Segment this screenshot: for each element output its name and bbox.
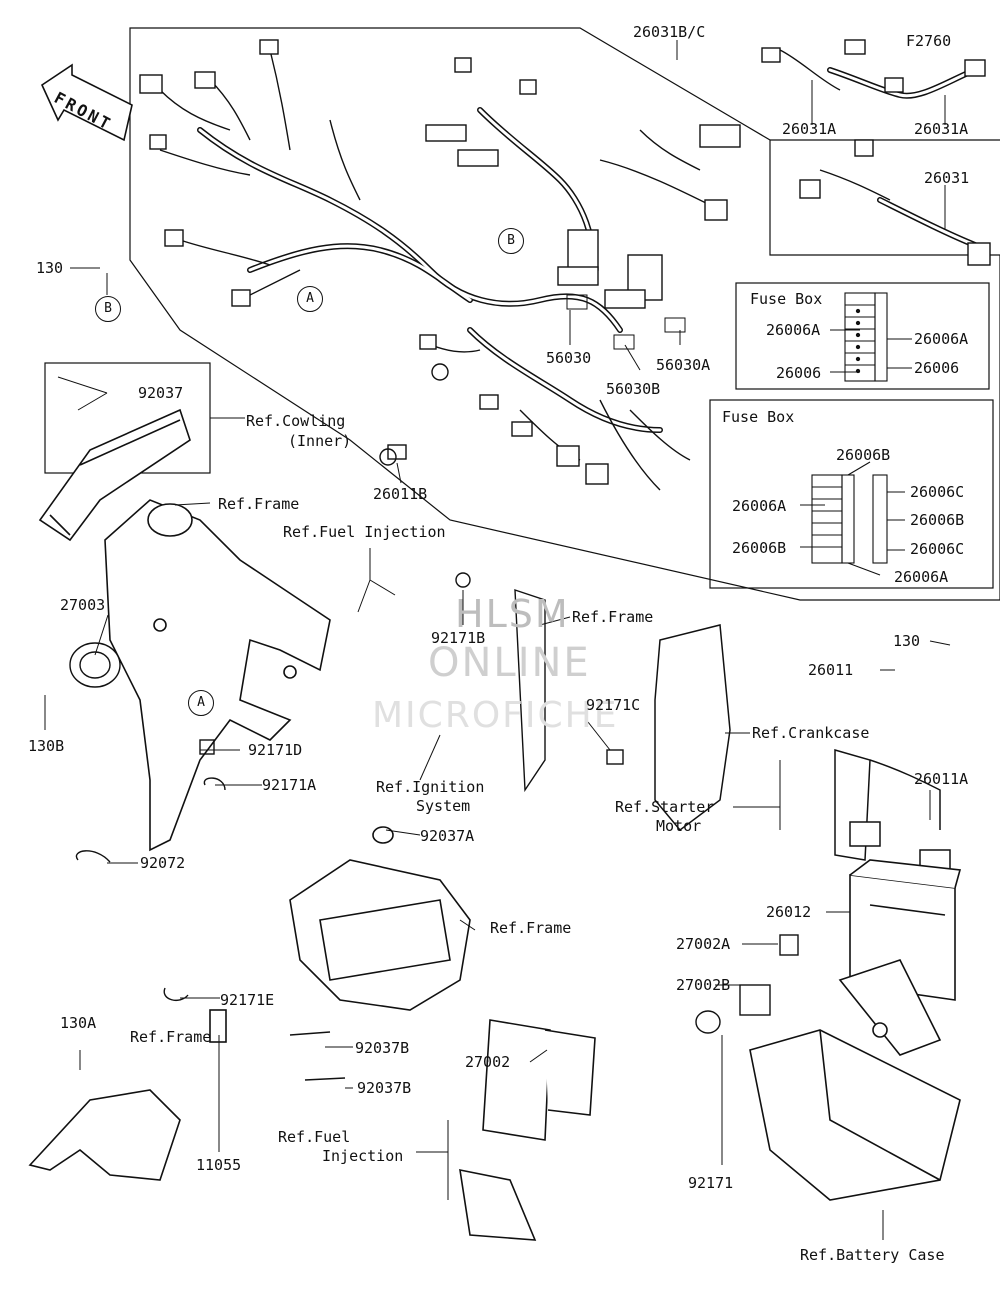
watermark-line-2: ONLINE	[428, 640, 591, 686]
part-label: F2760	[906, 32, 952, 50]
part-label: 92171A	[262, 776, 317, 794]
part-label: 130B	[28, 737, 65, 755]
part-label: 26006C	[910, 483, 965, 501]
part-label: 92171E	[220, 991, 275, 1009]
part-label: 27003	[60, 596, 106, 614]
part-label: 56030A	[656, 356, 711, 374]
ref-label: Ref.Cowling	[246, 412, 346, 430]
fuse-box-bottom-title: Fuse Box	[722, 408, 795, 426]
watermark-line-3: MICROFICHE	[372, 695, 619, 736]
marker-b-harness: B	[498, 228, 524, 254]
ref-label: Ref.Frame	[218, 495, 300, 513]
ref-label: Ref.Ignition	[376, 778, 485, 796]
front-arrow-icon	[40, 63, 133, 142]
part-label: 26031A	[914, 120, 969, 138]
part-label: 92072	[140, 854, 186, 872]
part-label: 26006B	[910, 511, 965, 529]
ref-label: System	[416, 797, 471, 815]
part-label: 56030B	[606, 380, 661, 398]
part-label: 26006B	[732, 539, 787, 557]
part-label: 56030	[546, 349, 592, 367]
part-label: 92171C	[586, 696, 641, 714]
marker-a-frame: A	[188, 690, 214, 716]
part-label: 92171	[688, 1174, 734, 1192]
frame-body	[104, 499, 331, 852]
ref-label: (Inner)	[288, 432, 352, 450]
part-label: 26012	[766, 903, 812, 921]
ecu-body	[482, 1019, 551, 1141]
part-label: 26006A	[914, 330, 969, 348]
part-label: 26031	[924, 169, 970, 187]
harness-outline	[129, 27, 1000, 601]
marker-a-harness: A	[297, 286, 323, 312]
part-label: 27002	[465, 1053, 511, 1071]
part-label: 26011B	[373, 485, 428, 503]
part-label: 26006A	[894, 568, 949, 586]
part-label: 92037B	[357, 1079, 412, 1097]
part-label: 26006C	[910, 540, 965, 558]
watermark-line-1: HLSM	[455, 592, 570, 636]
ref-label: Ref.Frame	[572, 608, 654, 626]
part-label: 92037A	[420, 827, 475, 845]
part-label: 92171B	[431, 629, 486, 647]
fuse-box-bottom-frame	[709, 399, 994, 589]
ref-label: Ref.Battery Case	[800, 1246, 945, 1264]
part-label: 26006	[776, 364, 822, 382]
part-label: 26006B	[836, 446, 891, 464]
part-label: 27002B	[676, 976, 731, 994]
ref-label: Injection	[322, 1147, 404, 1165]
part-label: 26031A	[782, 120, 837, 138]
part-label: 92171D	[248, 741, 303, 759]
crankcase-body	[654, 624, 731, 832]
ref-label: Ref.Starter	[615, 798, 715, 816]
part-label: 26006A	[766, 321, 821, 339]
part-label: 26011A	[914, 770, 969, 788]
part-label: 26006	[914, 359, 960, 377]
part-label: 130	[893, 632, 921, 650]
part-label: 27002A	[676, 935, 731, 953]
part-label: 26031B/C	[633, 23, 706, 41]
ref-label: Ref.Fuel	[278, 1128, 351, 1146]
ref-label: Ref.Frame	[130, 1028, 212, 1046]
part-label: 92037	[138, 384, 184, 402]
part-label: 26006A	[732, 497, 787, 515]
part-label: 130	[36, 259, 64, 277]
ref-label: Ref.Frame	[490, 919, 572, 937]
fuse-box-top-frame	[735, 282, 990, 390]
marker-b-bolt: B	[95, 296, 121, 322]
part-label: 92037B	[355, 1039, 410, 1057]
ref-label: Motor	[656, 817, 702, 835]
part-label: 26011	[808, 661, 854, 679]
part-label: 130A	[60, 1014, 97, 1032]
ref-label: Ref.Crankcase	[752, 724, 870, 742]
fuse-box-top-title: Fuse Box	[750, 290, 823, 308]
ref-label: Ref.Fuel Injection	[283, 523, 446, 541]
part-label: 11055	[196, 1156, 242, 1174]
bracket	[28, 1089, 181, 1181]
